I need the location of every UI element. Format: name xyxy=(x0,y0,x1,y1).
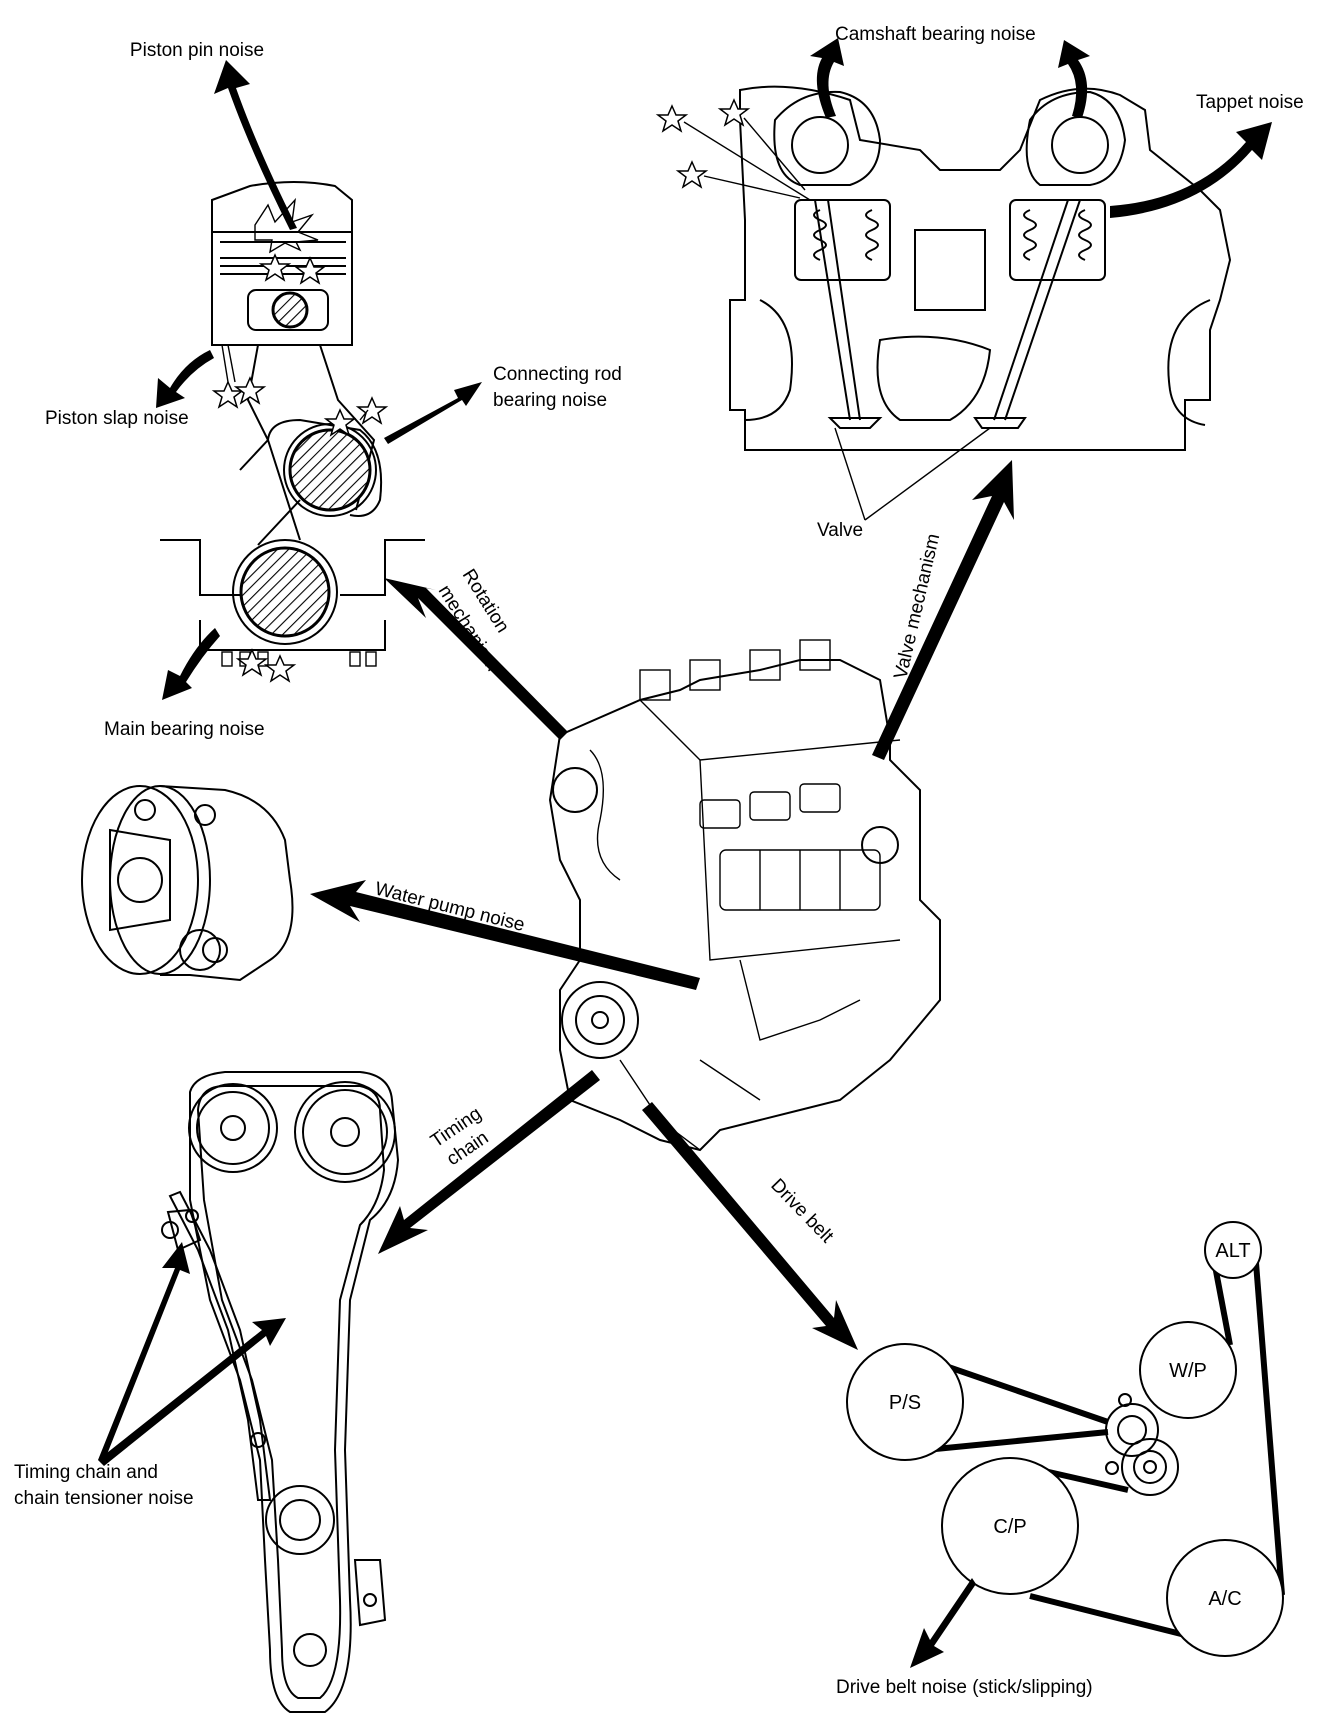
engine-block xyxy=(548,639,941,1152)
head-noise-arrows xyxy=(810,38,1272,218)
label-tappet-noise: Tappet noise xyxy=(1196,92,1304,113)
valve-mechanism-arrow-icon xyxy=(872,460,1014,760)
pulley-label-cp: C/P xyxy=(993,1516,1026,1538)
chain-guide-arrow-icon xyxy=(98,1318,286,1466)
piston-slap-arrow-icon xyxy=(156,350,214,408)
tappet-arrow-icon xyxy=(1110,122,1272,218)
piston-noise-arrows xyxy=(156,60,482,700)
pulley-label-wp: W/P xyxy=(1169,1360,1207,1382)
label-piston-slap-noise: Piston slap noise xyxy=(45,408,189,429)
label-camshaft-bearing-noise: Camshaft bearing noise xyxy=(835,24,1036,45)
drive-belt-noise-arrow-icon xyxy=(910,1578,976,1668)
label-connecting-rod-line2: bearing noise xyxy=(493,390,607,411)
pulley-ps xyxy=(846,1343,964,1461)
label-connecting-rod-line1: Connecting rod xyxy=(493,364,622,385)
label-timing-noise-line2: chain tensioner noise xyxy=(14,1488,194,1509)
water-pump-arrow-icon xyxy=(310,880,700,990)
label-valve: Valve xyxy=(817,520,863,541)
tensioner-arrow-icon xyxy=(98,1242,190,1462)
pulley-label-ac: A/C xyxy=(1208,1588,1241,1610)
main-bearing-arrow-icon xyxy=(162,628,220,700)
piston-pin-arrow-icon xyxy=(214,60,297,230)
cylinder-head xyxy=(655,85,1232,521)
pulley-cp xyxy=(941,1457,1079,1595)
pulley-ac xyxy=(1166,1539,1284,1657)
label-timing-noise-line1: Timing chain and xyxy=(14,1462,158,1483)
drive-belt-layout xyxy=(846,1221,1285,1657)
rotation-mechanism-arrow-icon xyxy=(384,578,568,740)
timing-chain-arrow-icon xyxy=(378,1070,600,1254)
timing-chain-assembly xyxy=(161,1071,400,1713)
pulley-alt xyxy=(1204,1221,1262,1279)
water-pump xyxy=(81,785,294,982)
label-main-bearing-noise: Main bearing noise xyxy=(104,719,265,740)
mechanism-arrows xyxy=(310,460,1014,1350)
pulley-label-ps: P/S xyxy=(889,1392,921,1414)
drive-belt-arrow-icon xyxy=(642,1102,858,1350)
connecting-rod-arrow-icon xyxy=(384,382,482,444)
piston-assembly xyxy=(160,181,425,683)
camshaft-bearing-arrow-left-icon xyxy=(810,38,844,118)
label-piston-pin-noise: Piston pin noise xyxy=(130,40,264,61)
pulley-wp xyxy=(1139,1321,1237,1419)
label-drive-belt-noise: Drive belt noise (stick/slipping) xyxy=(836,1677,1093,1698)
label-drive-belt: Drive belt xyxy=(766,1175,837,1248)
timing-noise-arrows xyxy=(98,1242,286,1466)
pulley-label-alt: ALT xyxy=(1215,1240,1250,1262)
camshaft-bearing-arrow-right-icon xyxy=(1058,40,1090,118)
belt-tensioner xyxy=(1105,1403,1159,1457)
